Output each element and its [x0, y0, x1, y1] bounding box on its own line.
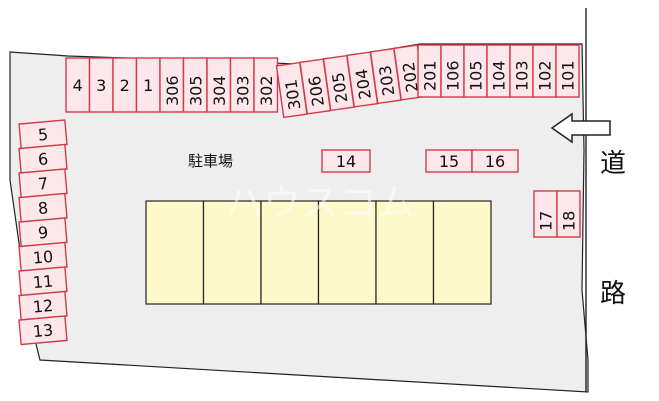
parking-stall: 16: [471, 149, 519, 173]
stall-number: 1: [143, 76, 153, 95]
parking-title: 駐車場: [188, 152, 233, 170]
stall-number: 16: [485, 152, 505, 171]
parking-stall: 103: [509, 44, 534, 98]
building-unit: [375, 200, 435, 305]
parking-stall: 3: [88, 57, 114, 113]
stall-number: 306: [163, 75, 182, 106]
parking-stall: 301: [275, 61, 308, 119]
stall-number: 14: [336, 152, 356, 171]
parking-stall: 306: [159, 57, 185, 113]
parking-stall: 102: [532, 44, 557, 98]
parking-stall: 13: [18, 315, 68, 346]
parking-stall: 5: [18, 119, 68, 150]
parking-stall: 105: [463, 44, 488, 98]
stall-box: [321, 149, 371, 173]
parking-stall: 202: [393, 44, 426, 101]
stall-number: 2: [120, 76, 130, 95]
stall-number: 201: [421, 60, 440, 91]
stall-box: [253, 57, 279, 113]
parking-stall: 14: [321, 149, 371, 173]
building-block: [145, 200, 492, 305]
stall-number: 103: [513, 60, 532, 91]
stall-number: 204: [352, 68, 375, 101]
stall-number: 8: [37, 198, 49, 218]
stall-number: 203: [375, 64, 398, 97]
watermark: ハウスコム: [225, 181, 415, 225]
stall-number: 305: [186, 75, 205, 106]
stall-number: 15: [439, 152, 459, 171]
stall-number: 304: [210, 75, 229, 106]
stall-number: 202: [399, 61, 422, 94]
stall-number: 5: [37, 125, 49, 145]
stall-number: 205: [328, 71, 351, 104]
parking-stall: 2: [112, 57, 138, 113]
road-label-top: 道: [600, 149, 626, 179]
parking-stall: 6: [18, 143, 68, 174]
building-unit: [145, 200, 205, 305]
stall-box: [555, 44, 580, 98]
parking-stall: 10: [18, 241, 68, 272]
stall-number: 101: [559, 60, 578, 91]
stall-box: [18, 315, 68, 346]
stall-number: 206: [305, 75, 328, 108]
parking-stall: 18: [556, 190, 581, 238]
parking-stall: 101: [555, 44, 580, 98]
parking-stall: 304: [206, 57, 232, 113]
stall-number: 106: [444, 60, 463, 91]
stall-number: 6: [37, 149, 49, 169]
building-unit: [260, 200, 320, 305]
parking-stall: 204: [346, 51, 379, 108]
stall-number: 4: [73, 76, 83, 95]
parking-stall: 303: [229, 57, 255, 113]
entrance-arrow-icon: [550, 112, 611, 144]
parking-stall: 201: [417, 44, 442, 98]
stall-number: 18: [560, 211, 579, 231]
parking-stall: 104: [486, 44, 511, 98]
parking-stall: 17: [533, 190, 558, 238]
parking-stall: 4: [65, 57, 91, 113]
parking-stall: 206: [299, 58, 332, 115]
stall-number: 102: [536, 60, 555, 91]
building-unit: [432, 200, 492, 305]
stall-number: 303: [233, 75, 252, 106]
stall-number: 302: [257, 75, 276, 106]
stall-number: 17: [537, 211, 556, 231]
parking-stall: 12: [18, 290, 68, 321]
parking-stall: 9: [18, 217, 68, 248]
stall-box: [556, 190, 581, 238]
stall-number: 10: [32, 247, 54, 268]
parking-stall: 8: [18, 192, 68, 223]
parking-stall: 106: [440, 44, 465, 98]
stall-number: 9: [37, 223, 49, 243]
parking-stall: 1: [135, 57, 161, 113]
stall-number: 104: [490, 60, 509, 91]
stall-number: 7: [37, 174, 49, 194]
stall-number: 11: [32, 271, 54, 292]
stall-number: 12: [32, 296, 54, 317]
parking-stall: 7: [18, 168, 68, 199]
parking-stall: 11: [18, 266, 68, 297]
stall-box: [471, 149, 519, 173]
stall-number: 3: [96, 76, 106, 95]
stall-number: 301: [281, 78, 304, 111]
road-label-bottom: 路: [600, 279, 626, 309]
parking-stall: 302: [253, 57, 279, 113]
building-unit: [202, 200, 262, 305]
parking-stall: 203: [369, 47, 402, 105]
parking-stall: 305: [182, 57, 208, 113]
parking-stall: 15: [425, 149, 473, 173]
stall-number: 13: [32, 320, 54, 341]
stall-number: 105: [467, 60, 486, 91]
